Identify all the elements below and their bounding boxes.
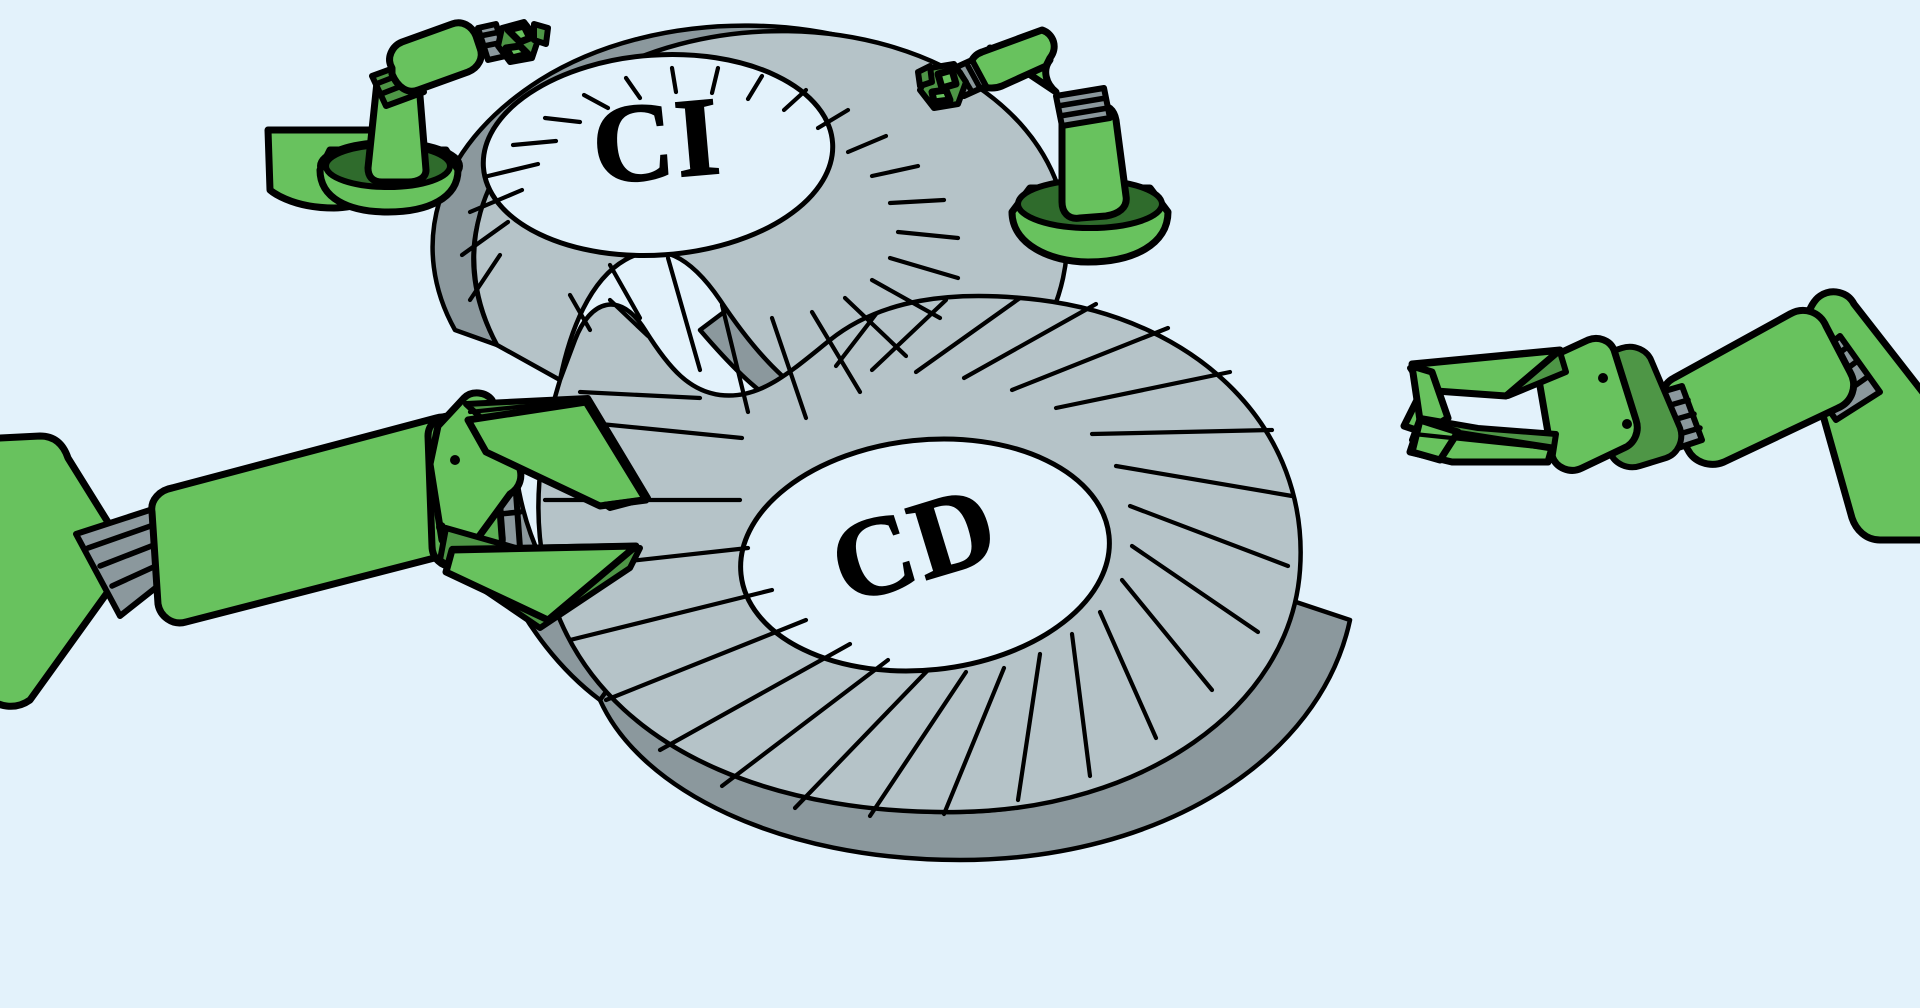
gripper-pivot-upper-right xyxy=(1598,373,1608,383)
robot-arm-right xyxy=(1400,288,1920,544)
gripper-top-right xyxy=(915,61,969,111)
gripper-top-left xyxy=(495,19,551,65)
gripper-pivot-lower-right xyxy=(1622,419,1632,429)
ci-label: CI xyxy=(587,74,726,209)
gripper-pivot-upper xyxy=(450,455,460,465)
cd-inner-hole xyxy=(738,436,1112,674)
belt-top-surface xyxy=(471,28,1303,815)
ci-inner-hole xyxy=(480,51,836,259)
robot-arm-top-left xyxy=(264,19,551,216)
belt-slats xyxy=(459,65,1295,819)
robot-arm-top-right xyxy=(915,26,1172,266)
robot-arm-left xyxy=(0,389,651,710)
